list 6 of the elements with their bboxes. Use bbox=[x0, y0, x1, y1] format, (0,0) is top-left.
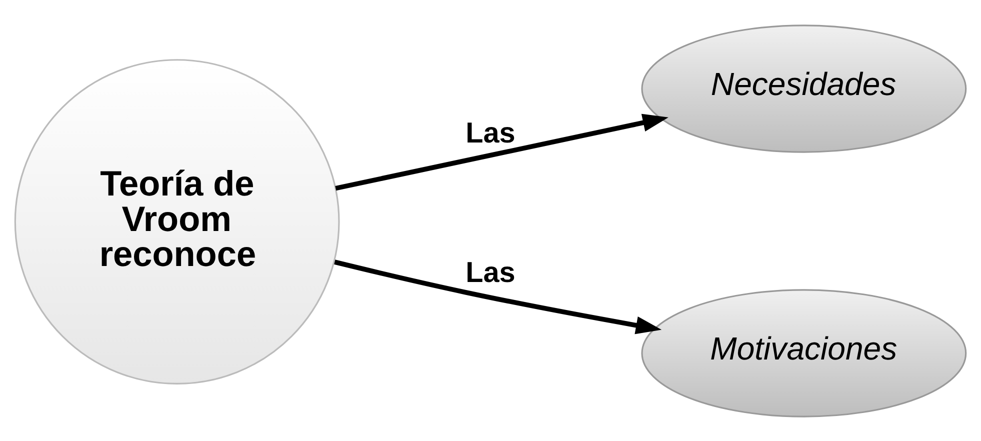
edge-label: Las bbox=[466, 116, 516, 149]
edge-label: Las bbox=[466, 256, 516, 288]
arrow bbox=[335, 113, 668, 190]
node-circle: Teoría de Vroom reconoce bbox=[14, 58, 340, 384]
node-ellipse: Motivaciones bbox=[641, 288, 967, 417]
arrow bbox=[334, 259, 662, 334]
